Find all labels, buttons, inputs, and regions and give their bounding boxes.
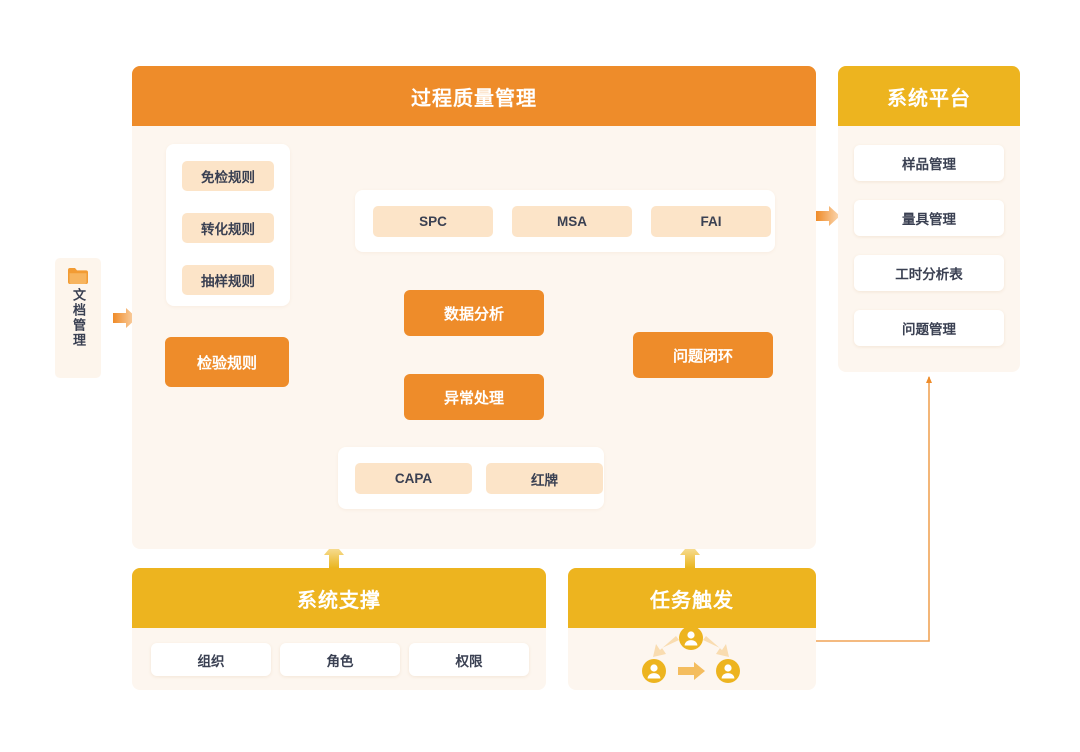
node-data-analysis[interactable]: 数据分析 (404, 290, 544, 336)
pill-exempt-rule[interactable]: 免检规则 (182, 161, 274, 191)
process-quality-panel: 过程质量管理 免检规则 转化规则 抽样规则 检验规则 SPC MSA FAI 数… (132, 66, 816, 549)
methods-card: SPC MSA FAI (355, 190, 775, 252)
arrow-top-to-right-icon (703, 636, 729, 657)
actions-card: CAPA 红牌 (338, 447, 604, 509)
folder-icon (68, 268, 88, 284)
system-support-panel: 系统支撑 组织 角色 权限 (132, 568, 546, 690)
pill-spc[interactable]: SPC (373, 206, 493, 237)
pill-capa[interactable]: CAPA (355, 463, 472, 494)
arrow-top-to-left-icon (653, 636, 679, 657)
platform-item-gauge-management[interactable]: 量具管理 (854, 200, 1004, 236)
system-platform-panel: 系统平台 样品管理 量具管理 工时分析表 问题管理 (838, 66, 1020, 372)
support-item-role[interactable]: 角色 (280, 643, 400, 676)
support-item-organization[interactable]: 组织 (151, 643, 271, 676)
pill-red-card[interactable]: 红牌 (486, 463, 603, 494)
rules-card: 免检规则 转化规则 抽样规则 (166, 144, 290, 306)
doc-management-sidebar[interactable]: 文档管理 (55, 258, 101, 378)
platform-item-worktime-analysis[interactable]: 工时分析表 (854, 255, 1004, 291)
platform-item-sample-management[interactable]: 样品管理 (854, 145, 1004, 181)
system-support-title: 系统支撑 (132, 568, 546, 628)
support-item-permission[interactable]: 权限 (409, 643, 529, 676)
system-platform-title: 系统平台 (838, 66, 1020, 126)
pill-msa[interactable]: MSA (512, 206, 632, 237)
pill-sampling-rule[interactable]: 抽样规则 (182, 265, 274, 295)
pill-conversion-rule[interactable]: 转化规则 (182, 213, 274, 243)
doc-management-label: 文档管理 (71, 288, 86, 348)
pill-fai[interactable]: FAI (651, 206, 771, 237)
user-icon-top (679, 626, 703, 650)
node-closed-loop[interactable]: 问题闭环 (633, 332, 773, 378)
task-trigger-people-graphic (642, 626, 740, 683)
arrow-left-to-right-icon (678, 662, 705, 680)
process-quality-title: 过程质量管理 (132, 66, 816, 126)
platform-item-issue-management[interactable]: 问题管理 (854, 310, 1004, 346)
arrow-process-to-platform (816, 206, 840, 226)
task-trigger-title: 任务触发 (568, 568, 816, 628)
node-exception-handling[interactable]: 异常处理 (404, 374, 544, 420)
node-inspection-rule[interactable]: 检验规则 (165, 337, 289, 387)
user-icon-right (716, 659, 740, 683)
user-icon-left (642, 659, 666, 683)
